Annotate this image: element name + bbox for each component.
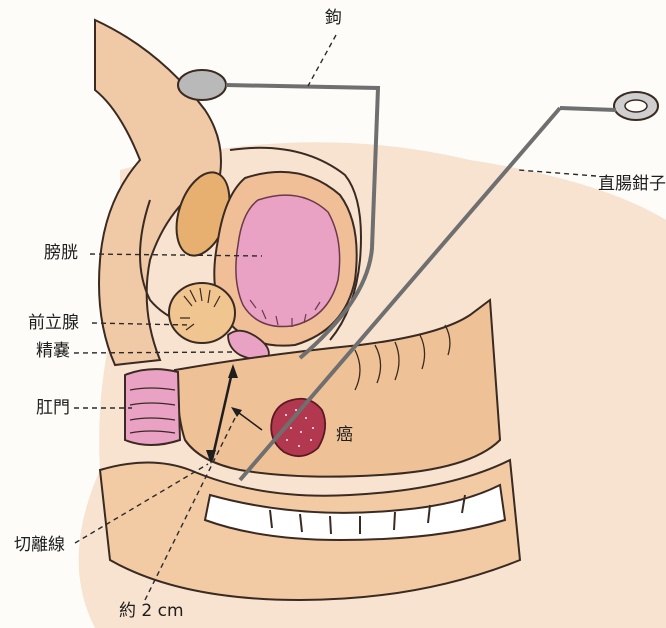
label-cut-line: 切離線 — [14, 537, 65, 554]
anal-canal — [125, 369, 180, 445]
label-retractor: 鉤 — [325, 10, 342, 27]
label-bladder: 膀胱 — [44, 245, 78, 262]
label-distance: 約 2 cm — [119, 603, 184, 620]
rectal-clamp-shaft — [560, 108, 616, 110]
bladder — [236, 195, 340, 326]
retractor-handle — [178, 70, 226, 100]
label-rectal-clamp: 直腸鉗子 — [598, 176, 666, 193]
prostate — [169, 283, 235, 343]
leader-retractor — [308, 35, 336, 86]
label-seminal-vesicle: 精嚢 — [36, 343, 70, 360]
label-cancer: 癌 — [336, 427, 353, 444]
label-anus: 肛門 — [36, 400, 70, 417]
rectal-clamp-ring-hole — [625, 100, 647, 112]
label-prostate: 前立腺 — [28, 315, 79, 332]
tumor — [271, 399, 325, 456]
